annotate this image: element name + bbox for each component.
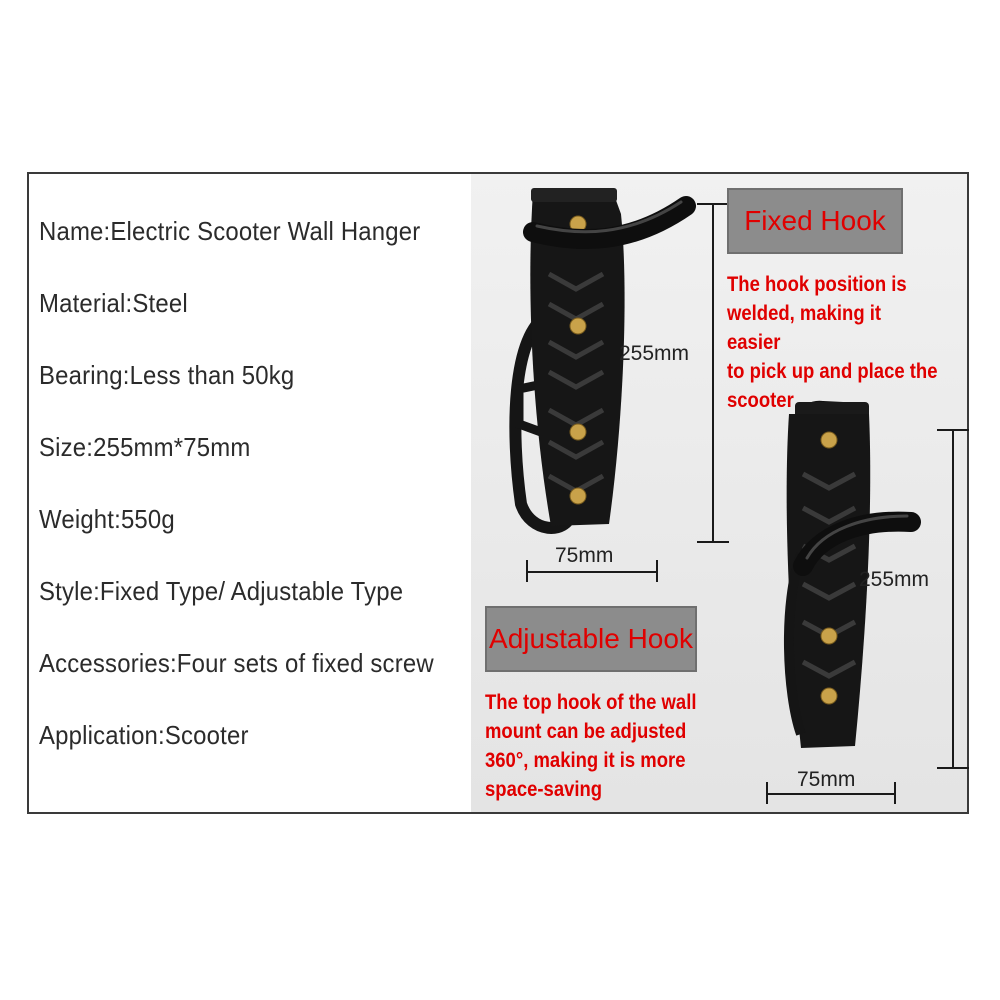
fixed-desc-line-4: scooter xyxy=(727,389,794,412)
adjustable-width-label: 75mm xyxy=(797,768,856,791)
fixed-desc-line-1: The hook position is xyxy=(727,273,907,296)
spec-style: Style:Fixed Type/ Adjustable Type xyxy=(39,576,404,606)
fixed-height-dimension xyxy=(697,203,729,543)
fixed-width-dimension xyxy=(526,560,658,582)
spec-application: Application:Scooter xyxy=(39,720,249,750)
fixed-desc-line-3: to pick up and place the xyxy=(727,360,938,383)
fixed-desc-line-2: welded, making it easier xyxy=(727,302,882,354)
spec-accessories: Accessories:Four sets of fixed screw xyxy=(39,648,434,678)
adjustable-desc-line-3: 360°, making it is more xyxy=(485,749,686,772)
adjustable-width-dimension xyxy=(766,782,896,804)
spec-weight: Weight:550g xyxy=(39,504,175,534)
adjustable-height-dimension xyxy=(937,429,969,769)
spec-material: Material:Steel xyxy=(39,288,188,318)
fixed-hook-image xyxy=(509,188,696,534)
spec-bearing: Bearing:Less than 50kg xyxy=(39,360,295,390)
adjustable-hook-description: The top hook of the wall mount can be ad… xyxy=(485,688,696,804)
fixed-height-label: 255mm xyxy=(619,342,690,365)
hooks-illustration xyxy=(509,188,969,804)
adjustable-desc-line-1: The top hook of the wall xyxy=(485,691,697,714)
spec-size: Size:255mm*75mm xyxy=(39,432,251,462)
adjustable-desc-line-2: mount can be adjusted xyxy=(485,720,687,743)
adjustable-hook-image xyxy=(784,400,921,748)
fixed-hook-description: The hook position is welded, making it e… xyxy=(727,270,938,415)
spec-list: Name:Electric Scooter Wall Hanger Materi… xyxy=(29,174,471,812)
adjustable-desc-line-4: space-saving xyxy=(485,778,603,801)
product-photo-panel: Fixed Hook The hook position is welded, … xyxy=(471,174,969,812)
fixed-hook-title: Fixed Hook xyxy=(727,188,903,254)
fixed-width-label: 75mm xyxy=(555,544,614,567)
adjustable-height-label: 255mm xyxy=(859,568,930,591)
spec-name: Name:Electric Scooter Wall Hanger xyxy=(39,216,421,246)
adjustable-hook-title: Adjustable Hook xyxy=(485,606,697,672)
product-info-frame: Name:Electric Scooter Wall Hanger Materi… xyxy=(27,172,969,814)
